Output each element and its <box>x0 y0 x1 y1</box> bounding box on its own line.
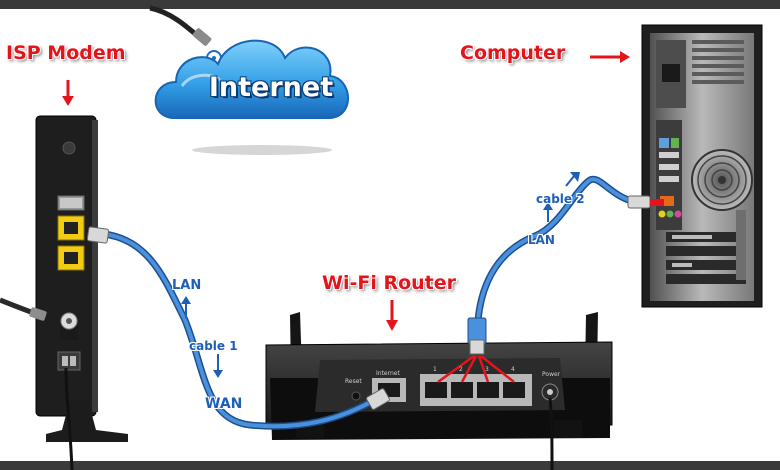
router-port-2-label: 2 <box>459 366 463 373</box>
computer-label: Computer <box>460 42 566 64</box>
router-port-1-label: 1 <box>433 366 437 373</box>
isp-modem-label: ISP Modem <box>6 42 126 64</box>
lan-left-label: LAN <box>172 278 202 293</box>
internet-cable <box>149 5 222 66</box>
isp-modem <box>0 115 128 470</box>
arrow-router <box>386 300 398 331</box>
arrow-modem <box>62 80 74 106</box>
top-border <box>0 0 780 9</box>
arrow-computer <box>590 51 630 63</box>
router-reset-label: Reset <box>345 378 362 385</box>
wifi-router-label: Wi-Fi Router <box>322 272 457 294</box>
wan-label: WAN <box>205 396 243 412</box>
lan-right-label: LAN <box>528 233 555 247</box>
router-port-3-label: 3 <box>485 366 489 373</box>
router-internet-port-label: Internet <box>376 370 400 377</box>
cable-2-label: cable 2 <box>536 192 585 206</box>
cable-1 <box>86 226 390 430</box>
arrow-cable2 <box>543 172 580 222</box>
bottom-border <box>0 461 780 470</box>
arrow-cable1-lan <box>181 296 223 378</box>
router-port-4-label: 4 <box>511 366 515 373</box>
router-power-label: Power <box>542 371 561 378</box>
internet-label: Internet <box>208 72 334 103</box>
cable-1-label: cable 1 <box>189 339 238 353</box>
internet-cloud <box>154 39 349 155</box>
wifi-router <box>265 312 613 470</box>
computer-tower <box>641 24 763 308</box>
cable-2 <box>467 175 664 355</box>
